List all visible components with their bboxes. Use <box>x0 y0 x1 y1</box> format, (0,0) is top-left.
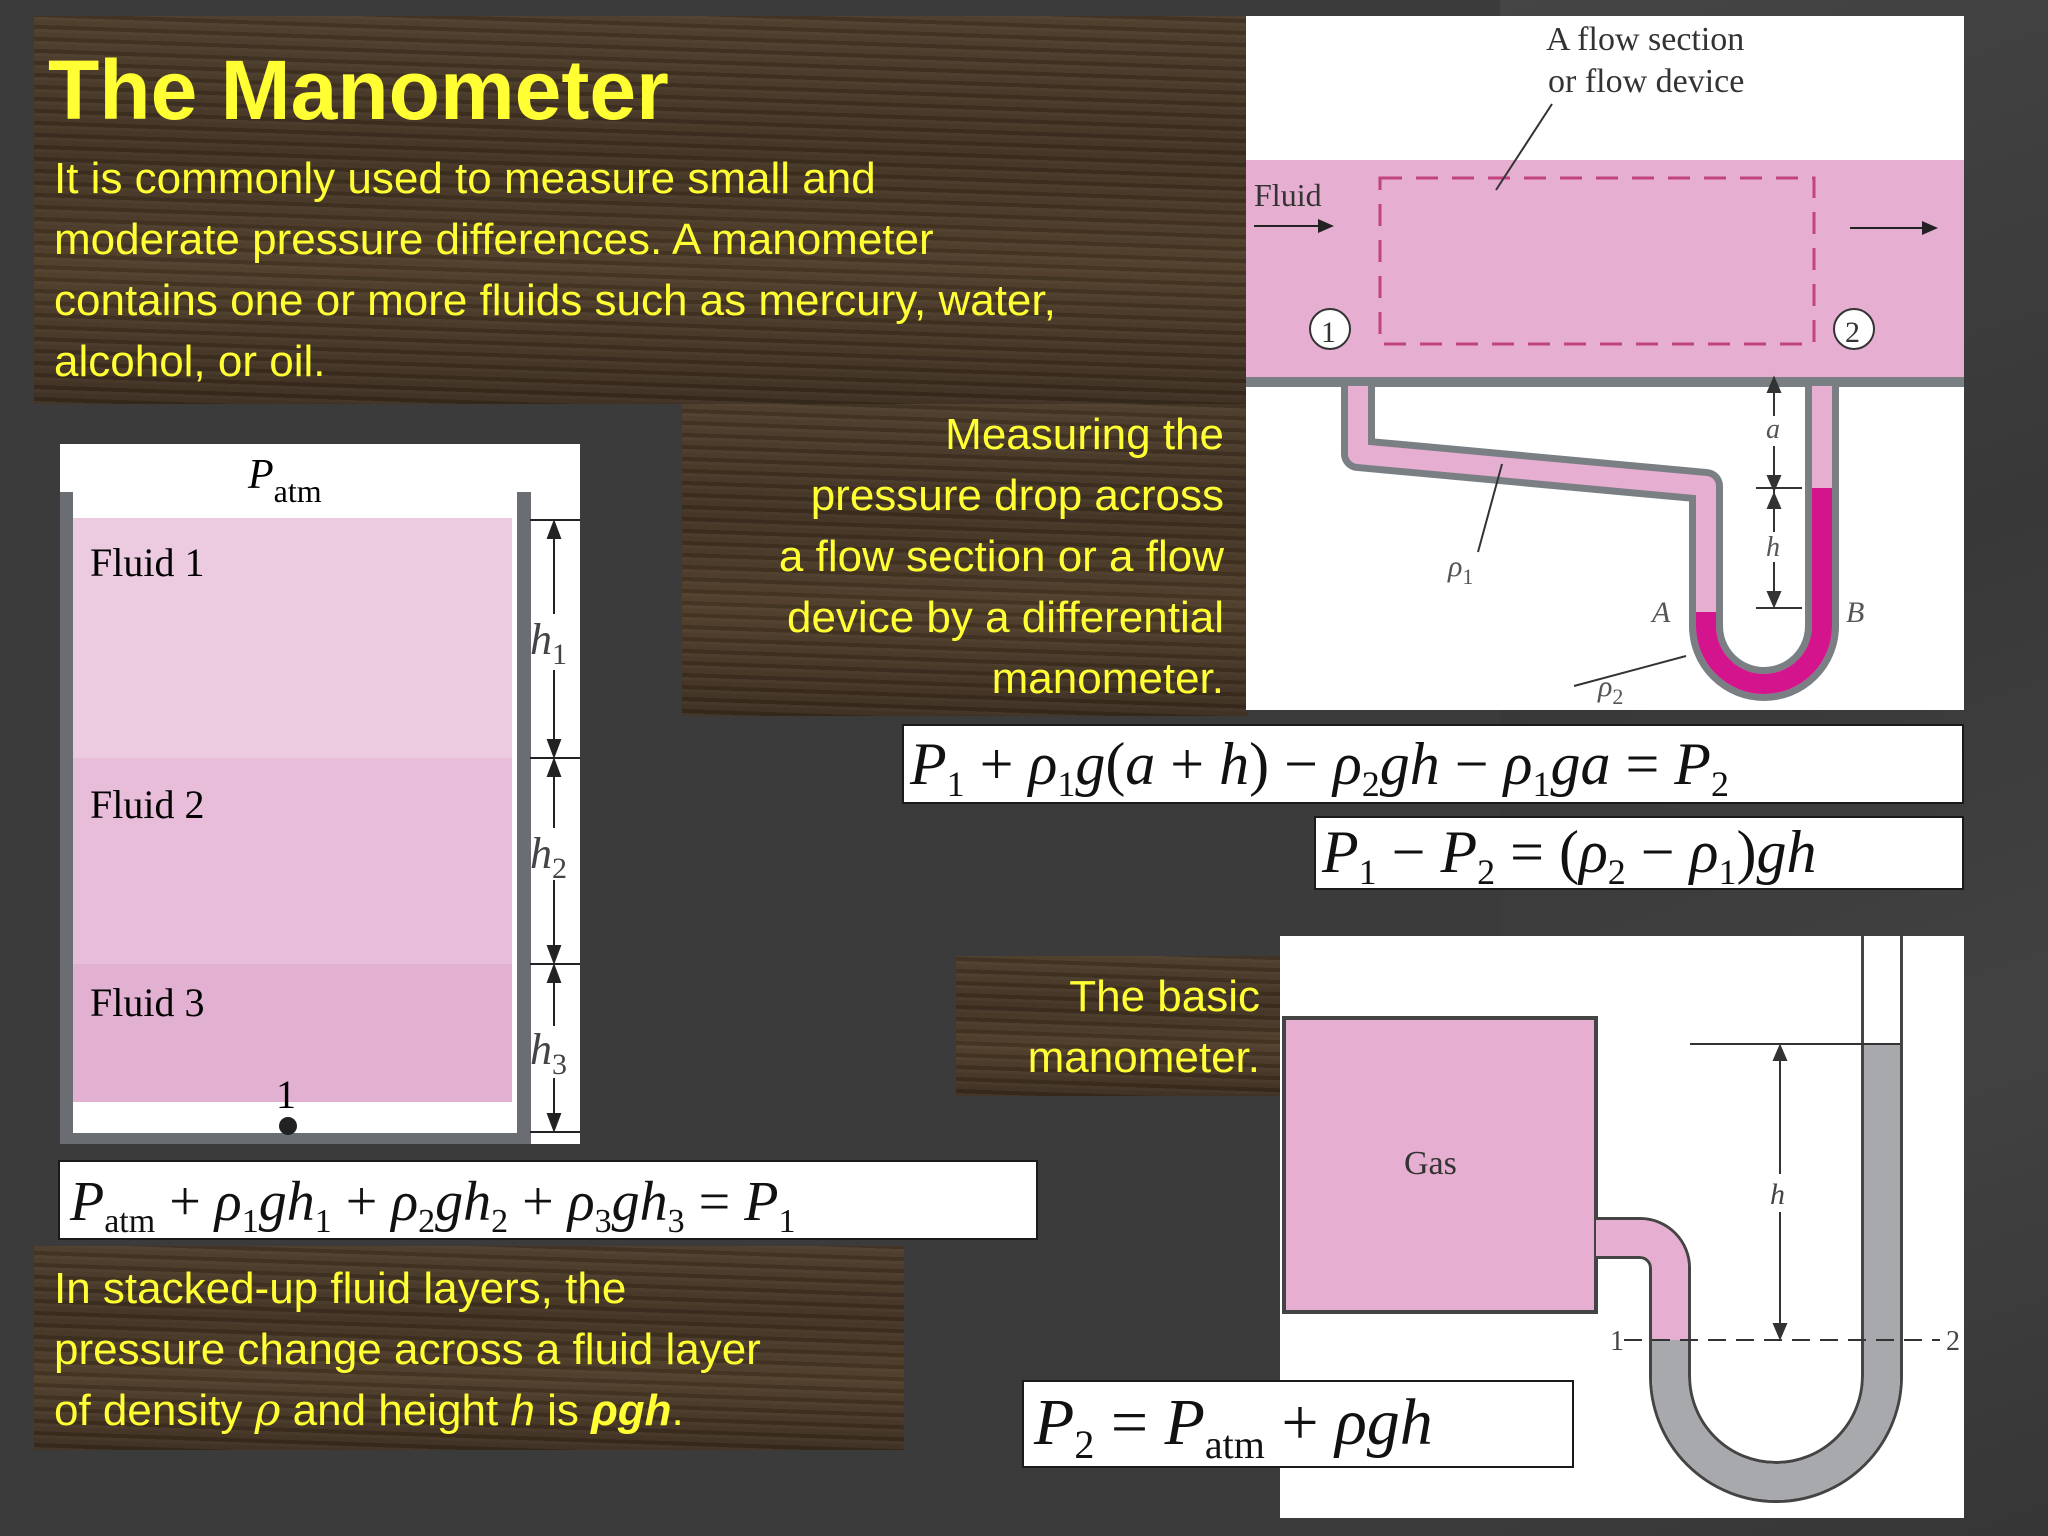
intro-line: alcohol, or oil. <box>54 337 326 386</box>
flow-section-label: A flow section <box>1546 21 1744 58</box>
rho1-label: ρ1 <box>1447 550 1473 589</box>
a-label: a <box>1766 414 1780 445</box>
level2-label: 2 <box>1946 1326 1960 1357</box>
caption-line: manometer. <box>991 654 1224 703</box>
svg-text:P2 = Patm + ρgh: P2 = Patm + ρgh <box>1033 1386 1433 1466</box>
svg-text:Patm + ρ1gh1 + ρ2gh2 + ρ3gh3 =: Patm + ρ1gh1 + ρ2gh2 + ρ3gh3 = P1 <box>69 1171 795 1238</box>
flow-equation-full-render: P1 + ρ1g(a + h) − ρ2gh − ρ1ga = P2 <box>909 731 1729 804</box>
rho1-leader <box>1477 463 1503 553</box>
height-dimensions <box>530 519 580 1133</box>
flow-equation-full: P1 + ρ1g(a + h) − ρ2gh − ρ1ga = P2 <box>902 724 1964 804</box>
fluid2-label: Fluid 2 <box>90 782 204 827</box>
rho-gh-symbol: ρgh <box>591 1386 672 1435</box>
basic-caption-panel <box>956 956 1280 1096</box>
point2-label: 2 <box>1845 316 1860 349</box>
caption-line: In stacked-up fluid layers, the <box>54 1264 627 1313</box>
caption-line: pressure change across a fluid layer <box>54 1325 761 1374</box>
h2-label: h2 <box>530 829 567 885</box>
caption-line: device by a differential <box>786 593 1224 642</box>
rho2-leader <box>1573 655 1687 687</box>
flow-section-figure: A flow section or flow device Fluid 1 2 … <box>1246 16 1964 710</box>
intro-line: contains one or more fluids such as merc… <box>54 276 1056 325</box>
rho2-label: ρ2 <box>1597 670 1623 709</box>
patm-label: Patm <box>247 452 322 509</box>
point1-label: 1 <box>1321 316 1336 349</box>
A-label: A <box>1650 596 1671 629</box>
caption-line: of density ρ and height h is ρgh. <box>54 1385 684 1436</box>
dimension-lines <box>1756 375 1802 609</box>
caption-line: Measuring the <box>945 410 1224 459</box>
h-label: h <box>1770 1178 1785 1211</box>
caption-line: The basic <box>1069 972 1260 1021</box>
h3-label: h3 <box>530 1025 567 1081</box>
fluid-label: Fluid <box>1254 177 1322 213</box>
flow-caption: Measuring the pressure drop across a flo… <box>690 404 1224 709</box>
basic-caption: The basic manometer. <box>960 966 1260 1088</box>
flow-section-leader <box>1495 103 1553 191</box>
stacked-caption-panel <box>34 1246 904 1450</box>
rho-symbol: ρ <box>254 1385 281 1436</box>
intro-text: It is commonly used to measure small and… <box>54 148 1244 392</box>
B-label: B <box>1846 596 1864 629</box>
intro-panel <box>34 16 1246 404</box>
caption-line: manometer. <box>1027 1033 1260 1082</box>
h-dimension <box>1624 1043 1940 1341</box>
flow-device-label: or flow device <box>1548 63 1744 100</box>
basic-equation: P2 = Patm + ρgh <box>1022 1380 1574 1468</box>
stack-equation: Patm + ρ1gh1 + ρ2gh2 + ρ3gh3 = P1 <box>58 1160 1038 1240</box>
gas-label: Gas <box>1404 1145 1457 1182</box>
intro-line: It is commonly used to measure small and <box>54 154 876 203</box>
h-symbol: h <box>510 1386 535 1435</box>
page-title: The Manometer <box>48 43 669 137</box>
point1-circle <box>1309 308 1351 350</box>
stacked-caption: In stacked-up fluid layers, the pressure… <box>54 1258 904 1441</box>
point2-circle <box>1833 308 1875 350</box>
flow-equation-simple-render: P1 − P2 = (ρ2 − ρ1)gh <box>1321 819 1816 892</box>
level1-label: 1 <box>1610 1326 1624 1357</box>
svg-text:P1 + ρ1g(a + h) − ρ2gh − ρ1ga: P1 + ρ1g(a + h) − ρ2gh − ρ1ga = P2 <box>909 731 1729 802</box>
caption-line: a flow section or a flow <box>778 532 1224 581</box>
fluid1-label: Fluid 1 <box>90 540 204 585</box>
svg-text:P1 − P2 = (ρ2 − ρ1)gh: P1 − P2 = (ρ2 − ρ1)gh <box>1321 819 1816 888</box>
h-label: h <box>1766 532 1780 563</box>
stacked-fluids-figure: Patm Fluid 1 Fluid 2 Fluid 3 1 h1 h2 h3 <box>59 444 580 1147</box>
caption-line: pressure drop across <box>810 471 1224 520</box>
flow-caption-panel <box>682 404 1248 716</box>
basic-equation-render: P2 = Patm + ρgh <box>1033 1386 1433 1467</box>
intro-line: moderate pressure differences. A manomet… <box>54 215 934 264</box>
stack-equation-render: Patm + ρ1gh1 + ρ2gh2 + ρ3gh3 = P1 <box>69 1171 795 1240</box>
flow-equation-simple: P1 − P2 = (ρ2 − ρ1)gh <box>1314 816 1964 892</box>
point1-dot <box>279 1117 297 1135</box>
h1-label: h1 <box>530 615 567 671</box>
fluid3-label: Fluid 3 <box>90 980 204 1025</box>
point1-label: 1 <box>276 1072 296 1117</box>
